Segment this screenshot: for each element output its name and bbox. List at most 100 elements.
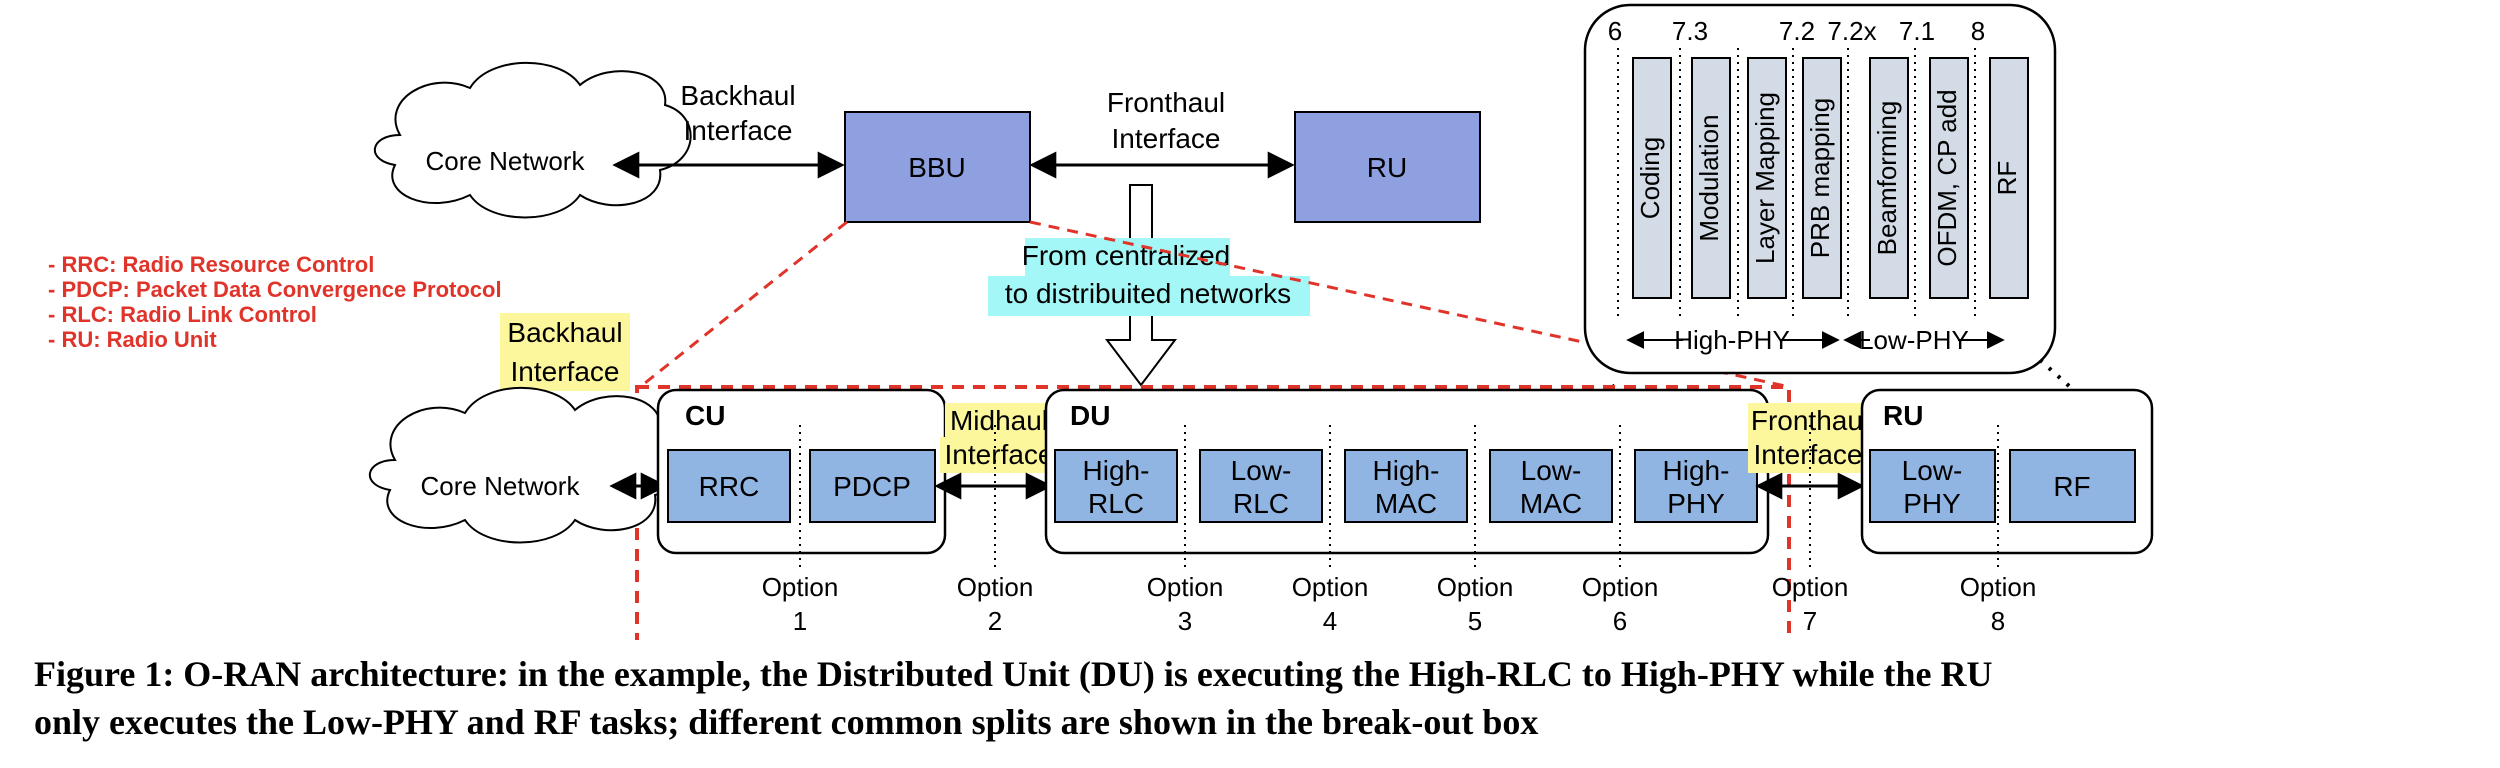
top-ru-block: RU [1294, 111, 1481, 223]
du-block-lowrlc: Low-RLC [1199, 449, 1323, 523]
split-option-3: Option 3 [1147, 425, 1224, 636]
top-ru-label: RU [1367, 152, 1407, 183]
high-phy-label: High-PHY [1674, 325, 1790, 355]
functional-split-breakout: 6 7.3 7.2 7.2x 7.1 8 Coding Modulation Layer Ma… [1583, 3, 2057, 375]
midhaul-highlight-1 [945, 403, 1053, 439]
split-option-4: Option 4 [1292, 425, 1369, 636]
option-number: 6 [1613, 606, 1627, 636]
bottom-backhaul-highlight-2 [500, 351, 630, 391]
oran-diagram: Core Network Backhaul Interface BBU Fron… [48, 3, 2154, 647]
bottom-core-network-cloud: Core Network [369, 386, 687, 544]
split-number-7-2x: 7.2x [1827, 16, 1876, 46]
split-option-7: Option 7 [1772, 425, 1849, 636]
top-fronthaul-label-1: Fronthaul [1107, 87, 1225, 118]
du-block-label-top: Low- [1231, 455, 1292, 486]
split-function-layer-mapping: Layer Mapping [1747, 57, 1787, 299]
split-number-7-2: 7.2 [1779, 16, 1815, 46]
option-number: 5 [1468, 606, 1482, 636]
split-function-ofdm-cp-add: OFDM, CP add [1929, 57, 1969, 299]
du-block-label-top: Low- [1521, 455, 1582, 486]
split-function-beamforming: Beamforming [1869, 57, 1909, 299]
bottom-backhaul-label-1: Backhaul [507, 317, 622, 348]
option-number: 4 [1323, 606, 1337, 636]
acronym-legend: - RRC: Radio Resource Control - PDCP: Pa… [48, 252, 502, 352]
top-backhaul-label-2: Interface [684, 115, 793, 146]
pdcp-label: PDCP [833, 471, 911, 502]
option-number: 8 [1991, 606, 2005, 636]
option-number: 1 [793, 606, 807, 636]
rrc-block [667, 449, 791, 523]
du-block-label-top: High- [1373, 455, 1440, 486]
legend-rrc: - RRC: Radio Resource Control [48, 252, 374, 277]
du-block-label-bottom: RLC [1088, 488, 1144, 519]
du-block-label-bottom: RLC [1233, 488, 1289, 519]
top-core-network-label: Core Network [426, 146, 586, 176]
split-option-8: Option 8 [1960, 425, 2037, 636]
option-word: Option [1147, 572, 1224, 602]
caption-line-1: Figure 1: O-RAN architecture: in the exa… [34, 654, 1993, 694]
option-word: Option [1772, 572, 1849, 602]
bottom-backhaul-highlight-1 [500, 313, 630, 353]
ru-block-lowphy: Low-PHY [1869, 449, 1996, 523]
option-word: Option [1960, 572, 2037, 602]
split-option-5: Option 5 [1437, 425, 1514, 636]
transition-label-1: From centralized [1022, 240, 1231, 271]
option-number: 2 [988, 606, 1002, 636]
rrc-label: RRC [699, 471, 760, 502]
midhaul-label-2: Interface [945, 439, 1054, 470]
top-backhaul-label-1: Backhaul [680, 80, 795, 111]
du-block-label-bottom: MAC [1375, 488, 1437, 519]
transition-label-2: to distribuited networks [1005, 278, 1291, 309]
bottom-ru-container: RU Low-PHY RF [1860, 388, 2154, 555]
split-function-coding: Coding [1632, 57, 1672, 299]
option-number: 7 [1803, 606, 1817, 636]
ru-block-label: RF [2053, 471, 2090, 502]
caption-line-2: only executes the Low-PHY and RF tasks; … [34, 702, 1539, 742]
option-word: Option [1292, 572, 1369, 602]
breakout-line-left [639, 220, 848, 389]
split-function-label: Beamforming [1872, 101, 1902, 256]
split-function-label: RF [1992, 161, 2022, 196]
transition-highlight-2 [988, 276, 1310, 316]
du-block-label-top: High- [1663, 455, 1730, 486]
split-option-2: Option 2 [957, 425, 1034, 636]
split-function-prb-mapping: PRB mapping [1802, 57, 1842, 299]
figure-caption: Figure 1: O-RAN architecture: in the exa… [34, 650, 2474, 746]
bbu-block: BBU [844, 111, 1031, 223]
du-block-lowmac: Low-MAC [1489, 449, 1613, 523]
pdcp-block [809, 449, 936, 523]
option-number: 3 [1178, 606, 1192, 636]
split-function-label: Layer Mapping [1750, 92, 1780, 264]
split-number-6: 6 [1608, 16, 1622, 46]
du-block-highmac: High-MAC [1344, 449, 1468, 523]
top-core-network-cloud: Core Network [374, 61, 692, 219]
bottom-backhaul-label-2: Interface [511, 356, 620, 387]
split-function-modulation: Modulation [1691, 57, 1731, 299]
du-block-label-bottom: MAC [1520, 488, 1582, 519]
split-number-8: 8 [1971, 16, 1985, 46]
top-fronthaul-label-2: Interface [1112, 123, 1221, 154]
split-number-7-3: 7.3 [1672, 16, 1708, 46]
bottom-fronthaul-label-2: Interface [1754, 439, 1863, 470]
du-block-highrlc: High-RLC [1054, 449, 1178, 523]
option-word: Option [957, 572, 1034, 602]
fronthaul-highlight-2 [1748, 437, 1866, 473]
midhaul-highlight-2 [940, 437, 1058, 473]
legend-pdcp: - PDCP: Packet Data Convergence Protocol [48, 277, 502, 302]
bottom-core-network-label: Core Network [421, 471, 581, 501]
option-word: Option [1582, 572, 1659, 602]
split-function-label: PRB mapping [1805, 98, 1835, 258]
du-block-label-top: High- [1083, 455, 1150, 486]
bottom-ru-title: RU [1883, 400, 1923, 431]
option-word: Option [1437, 572, 1514, 602]
cu-title: CU [685, 400, 725, 431]
du-container: DU High-RLCLow-RLCHigh-MACLow-MACHigh-PH… [1044, 388, 1770, 555]
du-title: DU [1070, 400, 1110, 431]
ru-block-label-bottom: PHY [1903, 488, 1961, 519]
bbu-label: BBU [908, 152, 966, 183]
bottom-fronthaul-label-1: Fronthaul [1751, 405, 1869, 436]
split-number-7-1: 7.1 [1899, 16, 1935, 46]
low-phy-label: Low-PHY [1859, 325, 1969, 355]
split-function-rf: RF [1989, 57, 2029, 299]
